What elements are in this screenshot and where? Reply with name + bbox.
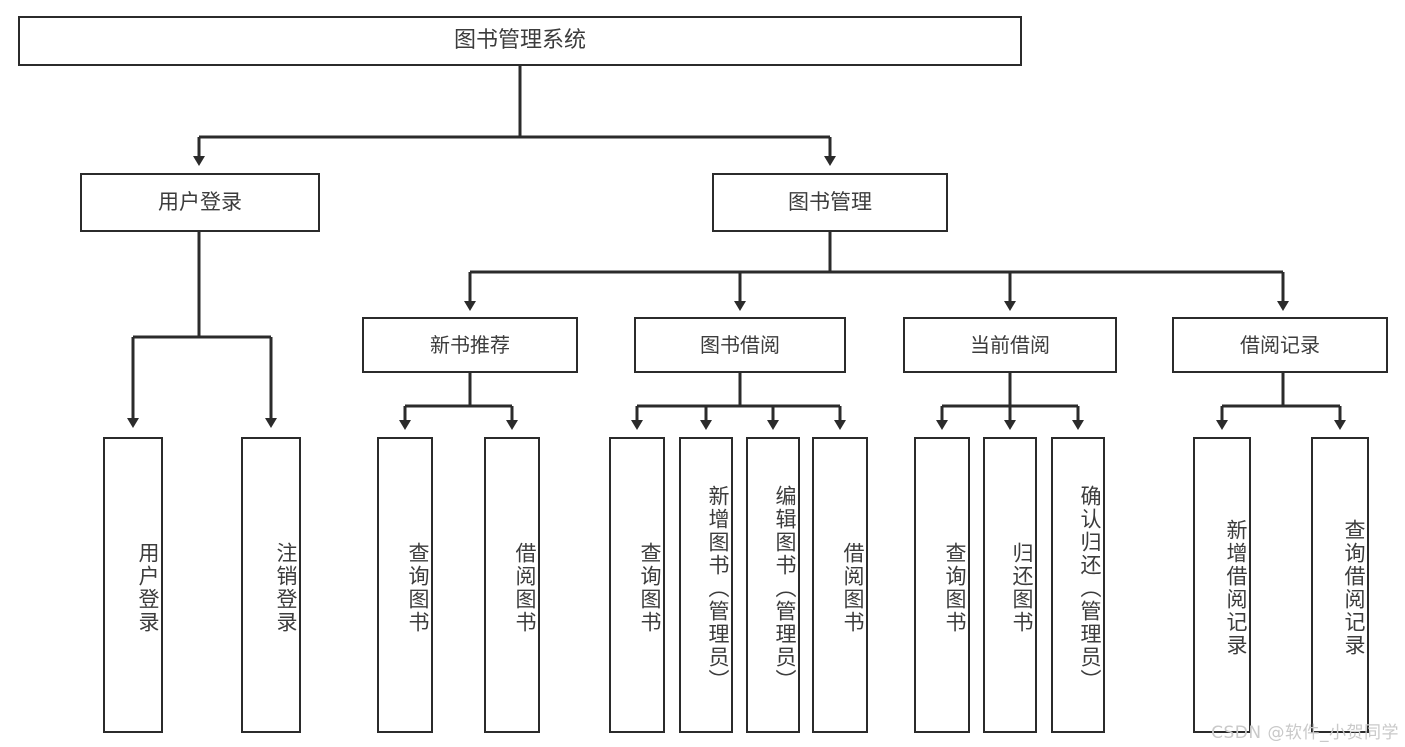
node-user-login-label: 用户登录 xyxy=(158,190,242,215)
leaf-user-login-login[interactable]: 用户登录 xyxy=(103,437,163,733)
leaf-borrow-add-book-admin[interactable]: 新增图书（管理员） xyxy=(679,437,733,733)
leaf-user-login-login-label: 用户登录 xyxy=(136,542,160,634)
leaf-user-login-logout[interactable]: 注销登录 xyxy=(241,437,301,733)
node-root-label: 图书管理系统 xyxy=(453,28,586,54)
leaf-current-confirm-return-admin-label: 确认归还（管理员） xyxy=(1078,484,1102,692)
node-book-management-label: 图书管理 xyxy=(788,190,872,215)
node-new-book-recommend[interactable]: 新书推荐 xyxy=(362,317,578,373)
node-borrow-record[interactable]: 借阅记录 xyxy=(1172,317,1388,373)
node-book-management[interactable]: 图书管理 xyxy=(712,173,948,232)
node-book-borrow[interactable]: 图书借阅 xyxy=(634,317,846,373)
node-current-borrow-label: 当前借阅 xyxy=(970,332,1050,357)
leaf-record-query-record[interactable]: 查询借阅记录 xyxy=(1311,437,1369,733)
leaf-borrow-edit-book-admin-label: 编辑图书（管理员） xyxy=(773,484,797,692)
node-user-login[interactable]: 用户登录 xyxy=(80,173,320,232)
leaf-borrow-query-book-label: 查询图书 xyxy=(638,542,662,634)
leaf-record-query-record-label: 查询借阅记录 xyxy=(1342,519,1366,657)
leaf-current-query-book-label: 查询图书 xyxy=(943,542,967,634)
node-current-borrow[interactable]: 当前借阅 xyxy=(903,317,1117,373)
leaf-record-add-record-label: 新增借阅记录 xyxy=(1224,519,1248,657)
leaf-recommend-borrow-book-label: 借阅图书 xyxy=(513,542,537,634)
node-root[interactable]: 图书管理系统 xyxy=(18,16,1022,66)
leaf-current-query-book[interactable]: 查询图书 xyxy=(914,437,970,733)
leaf-record-add-record[interactable]: 新增借阅记录 xyxy=(1193,437,1251,733)
leaf-recommend-query-book-label: 查询图书 xyxy=(406,542,430,634)
leaf-borrow-query-book[interactable]: 查询图书 xyxy=(609,437,665,733)
node-borrow-record-label: 借阅记录 xyxy=(1240,332,1320,357)
leaf-current-return-book-label: 归还图书 xyxy=(1010,542,1034,634)
leaf-borrow-edit-book-admin[interactable]: 编辑图书（管理员） xyxy=(746,437,800,733)
leaf-current-return-book[interactable]: 归还图书 xyxy=(983,437,1037,733)
leaf-borrow-borrow-book-label: 借阅图书 xyxy=(841,542,865,634)
node-new-book-recommend-label: 新书推荐 xyxy=(430,332,510,357)
leaf-borrow-borrow-book[interactable]: 借阅图书 xyxy=(812,437,868,733)
leaf-recommend-query-book[interactable]: 查询图书 xyxy=(377,437,433,733)
leaf-current-confirm-return-admin[interactable]: 确认归还（管理员） xyxy=(1051,437,1105,733)
leaf-recommend-borrow-book[interactable]: 借阅图书 xyxy=(484,437,540,733)
node-book-borrow-label: 图书借阅 xyxy=(700,332,780,357)
leaf-borrow-add-book-admin-label: 新增图书（管理员） xyxy=(706,484,730,692)
leaf-user-login-logout-label: 注销登录 xyxy=(274,542,298,634)
